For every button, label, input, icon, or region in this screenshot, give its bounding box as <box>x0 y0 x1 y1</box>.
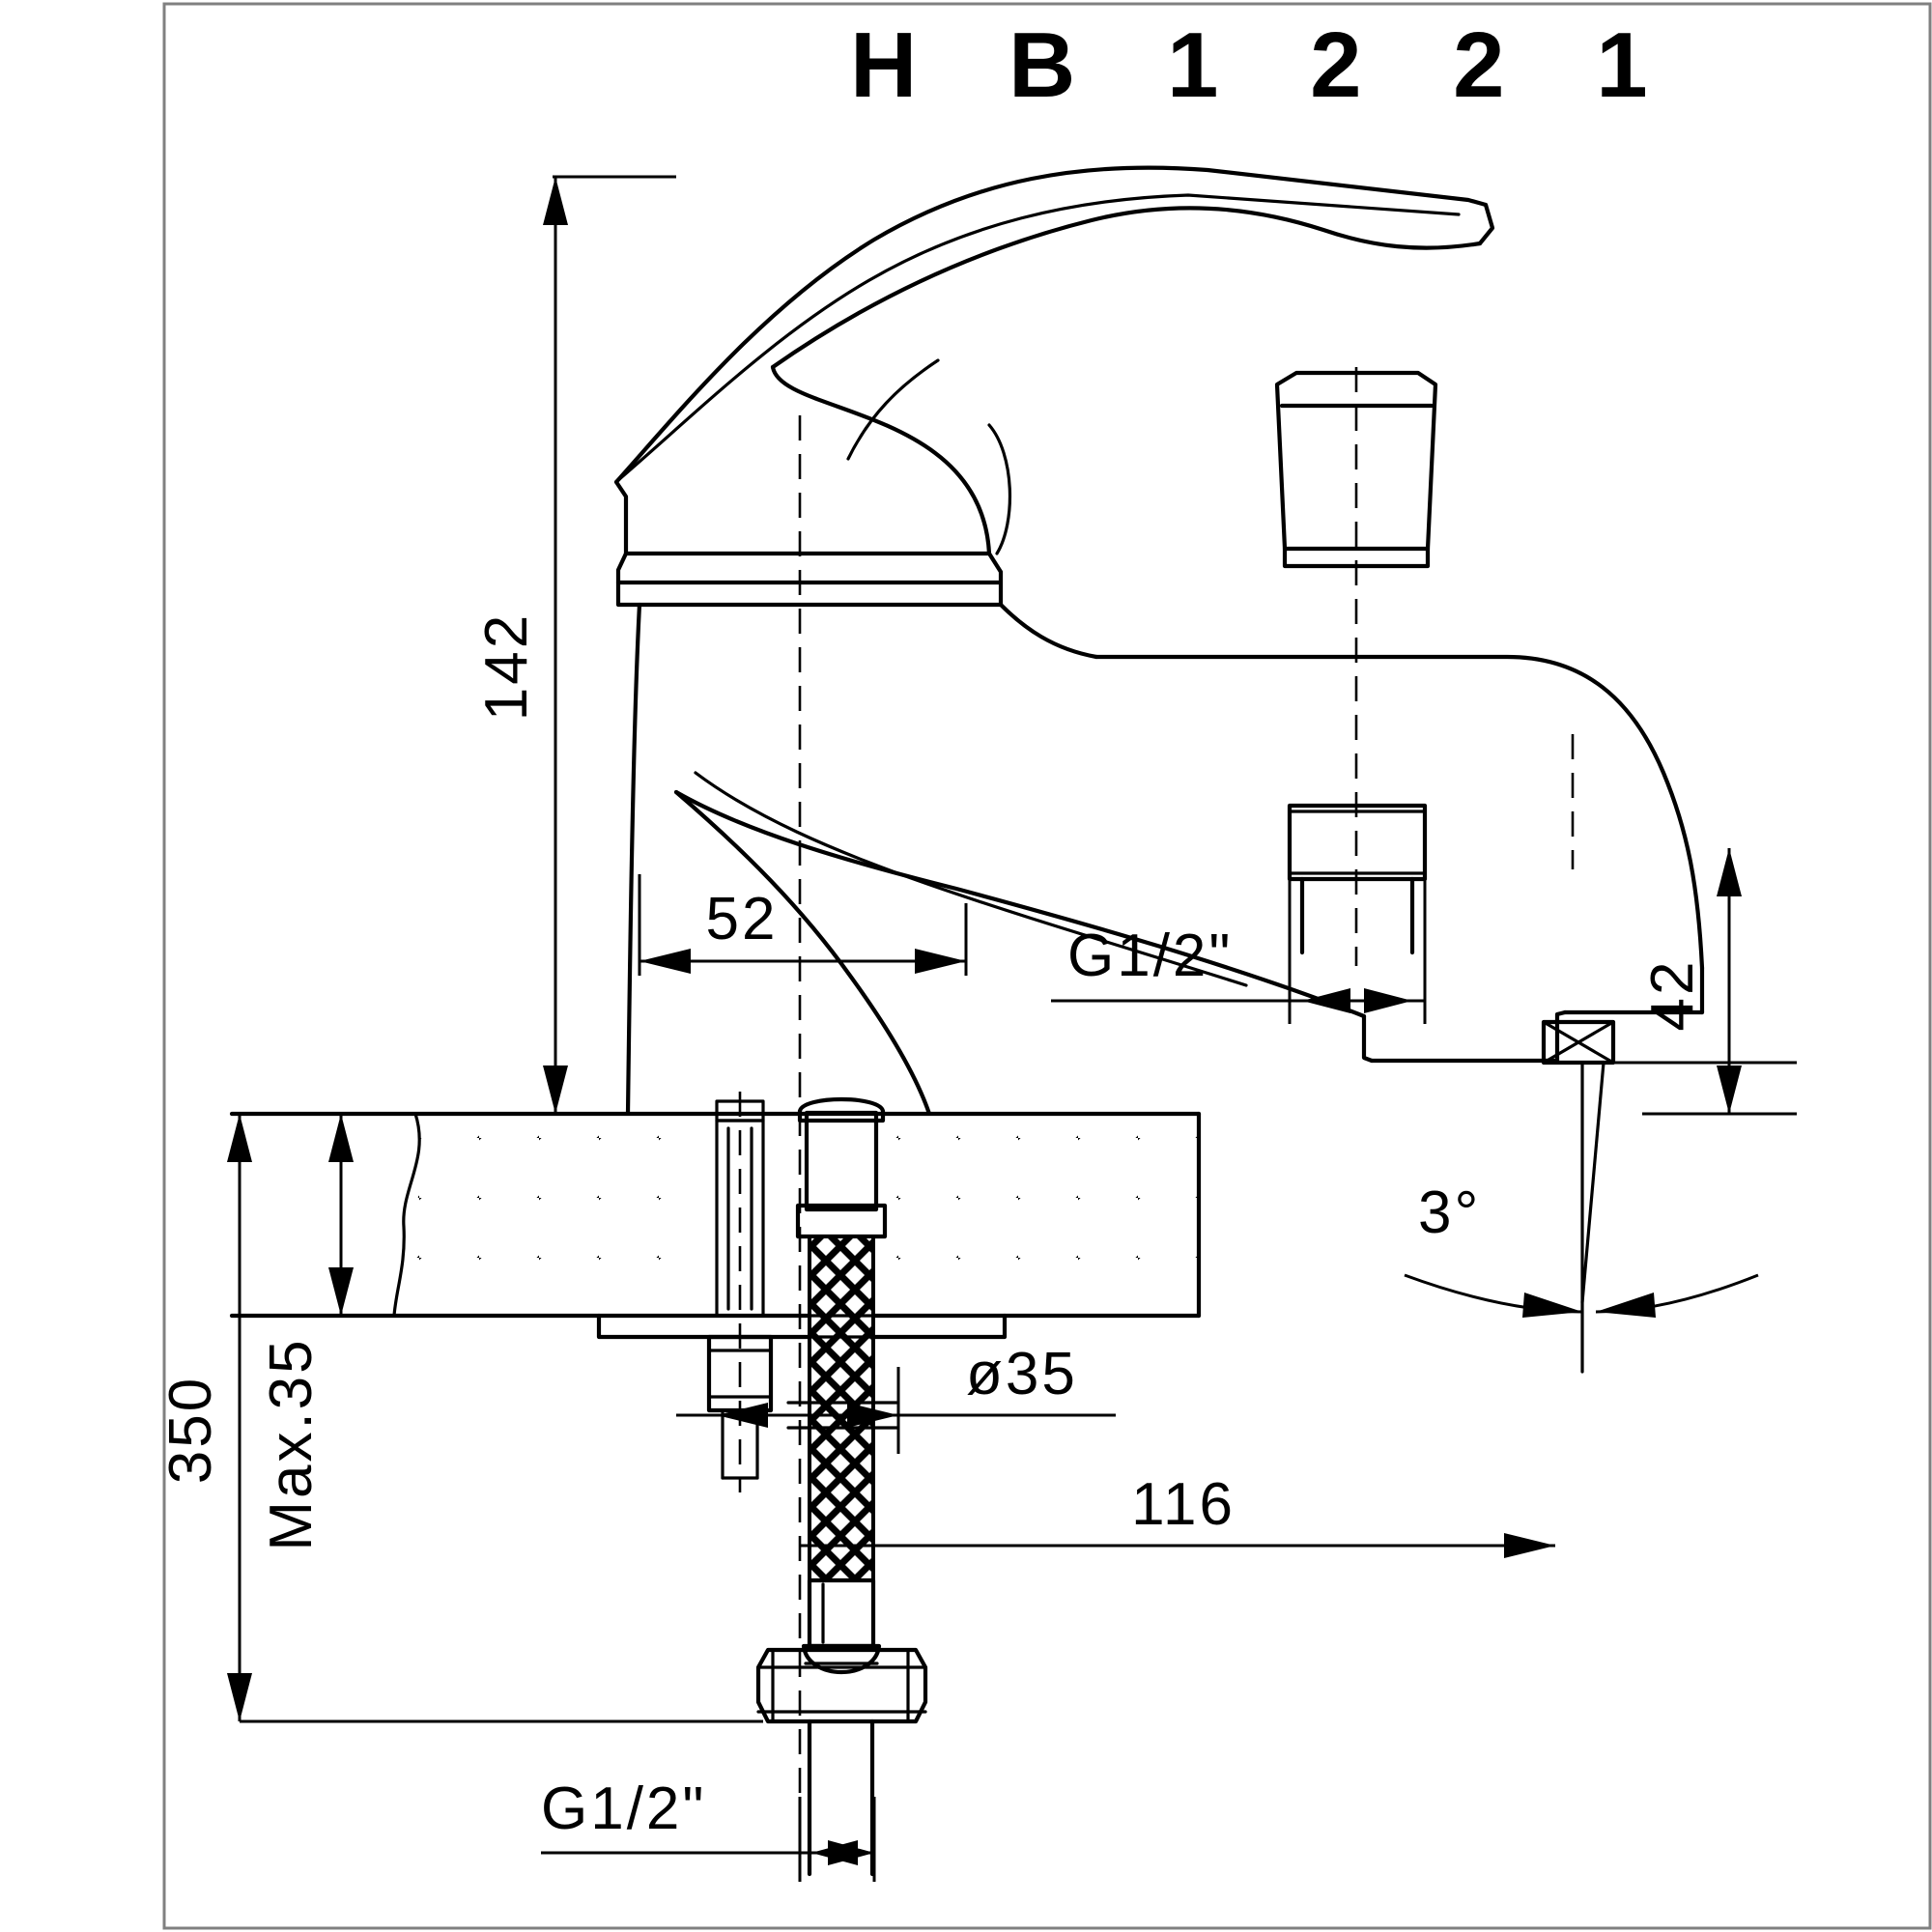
dimension-g12-upper: G1/2" <box>1051 879 1427 1024</box>
arrow-left-dia35 <box>717 1403 768 1428</box>
arrow-right-dia35 <box>847 1403 898 1428</box>
faucet-assembly <box>229 165 1705 1877</box>
arrow-right-52 <box>915 949 966 974</box>
arrow-angle-left <box>1522 1293 1582 1318</box>
arrow-up-42 <box>1717 848 1742 896</box>
spout <box>673 654 1705 1117</box>
dimension-label-42: 42 <box>1639 959 1706 1032</box>
body-column <box>625 602 1099 1117</box>
dimension-116: 116 <box>800 1471 1555 1558</box>
dimension-label-g12-lower: G1/2" <box>541 1776 706 1842</box>
dimension-3deg: 3° <box>1404 1061 1759 1374</box>
dimension-42: 42 <box>1613 848 1797 1116</box>
arrow-right-g12-upper <box>1364 988 1412 1013</box>
dimension-label-350: 350 <box>157 1376 224 1484</box>
aerator <box>1541 1019 1616 1065</box>
dimension-label-dia35: ø35 <box>966 1341 1078 1407</box>
arrow-angle-right <box>1596 1293 1656 1318</box>
dimension-label-52: 52 <box>706 886 779 952</box>
arrow-down-350 <box>227 1673 252 1721</box>
dimension-dia35: ø35 <box>676 1341 1116 1454</box>
dimension-max35: Max.35 <box>258 1114 599 1551</box>
dimension-label-116: 116 <box>1131 1471 1236 1538</box>
dimension-label-3deg: 3° <box>1418 1179 1481 1246</box>
dimension-label-max35: Max.35 <box>258 1337 325 1550</box>
handle-collar <box>615 551 1004 608</box>
arrow-down-42 <box>1717 1065 1742 1114</box>
dimension-label-g12-upper: G1/2" <box>1067 923 1233 989</box>
arrow-up-142 <box>543 177 568 225</box>
arrow-left-52 <box>639 949 691 974</box>
deck-hatch-right <box>874 1114 1199 1316</box>
arrow-down-142 <box>543 1065 568 1114</box>
arrow-up-max35 <box>328 1114 354 1162</box>
dimension-g12-lower: G1/2" <box>541 1776 876 1882</box>
arrow-right-116 <box>1504 1533 1555 1558</box>
hose-nut <box>755 1647 928 1877</box>
dimension-142: 142 <box>473 175 676 1114</box>
dimension-350: 350 <box>157 1112 763 1723</box>
lever-handle <box>613 165 1495 556</box>
arrow-right-g12-lower <box>828 1840 874 1865</box>
arrow-left-g12-upper <box>1302 988 1350 1013</box>
arrow-down-max35 <box>328 1267 354 1316</box>
dimension-52: 52 <box>638 874 968 976</box>
sheet-border <box>162 2 1932 1930</box>
arrow-up-350 <box>227 1114 252 1162</box>
drawing-title: H B 1 2 2 1 <box>850 14 1681 117</box>
dimension-label-142: 142 <box>473 612 540 721</box>
fixing-stud <box>706 1099 774 1480</box>
